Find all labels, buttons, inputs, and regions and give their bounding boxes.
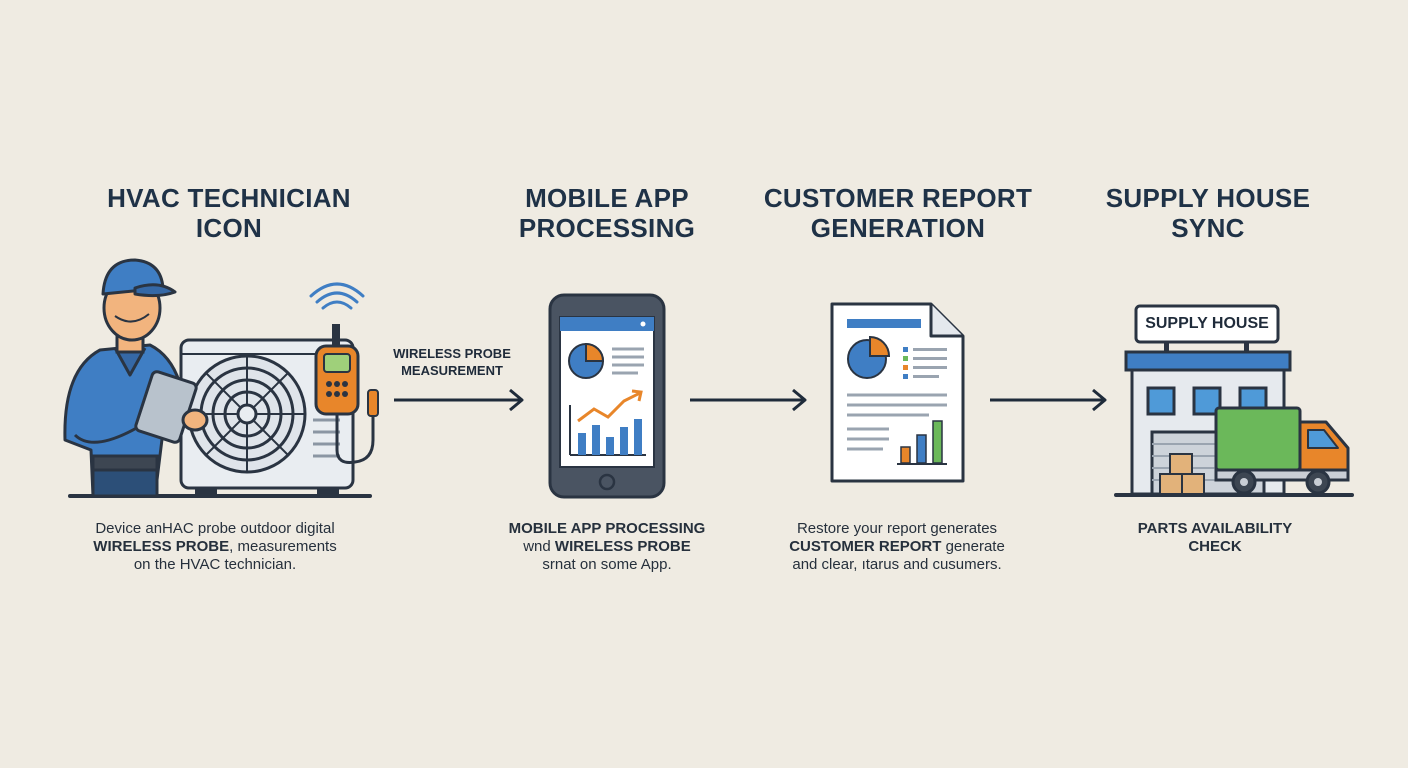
- technician-icon: [63, 258, 379, 498]
- step-desc-technician: Device anHAC probe outdoor digital WIREL…: [93, 520, 337, 573]
- smartphone-icon: [548, 293, 666, 499]
- wireless-signal-icon: [309, 282, 365, 310]
- arrow-label-wireless-probe: WIRELESS PROBE MEASUREMENT: [393, 346, 511, 378]
- step-title-customer-report: CUSTOMER REPORT GENERATION: [763, 183, 1033, 243]
- probe-meter-icon: [314, 324, 379, 464]
- flow-arrow-1: [394, 388, 524, 412]
- report-document-icon: [830, 302, 965, 483]
- flow-arrow-3: [990, 388, 1107, 412]
- step-title-mobile-app: MOBILE APP PROCESSING: [518, 183, 696, 243]
- delivery-truck-icon: [1214, 406, 1350, 495]
- step-desc-mobile-app: MOBILE APP PROCESSING wnd WIRELESS PROBE…: [508, 520, 706, 573]
- step-desc-supply-house: PARTS AVAILABILITY CHECK: [1137, 520, 1293, 555]
- step-title-technician: HVAC TECHNICIAN ICON: [107, 183, 351, 243]
- step-desc-customer-report: Restore your report generates CUSTOMER R…: [789, 520, 1005, 573]
- supply-house-building-icon: [1114, 304, 1354, 497]
- store-sign-text: SUPPLY HOUSE: [1145, 315, 1269, 332]
- flow-arrow-2: [690, 388, 807, 412]
- step-title-supply-house: SUPPLY HOUSE SYNC: [1105, 183, 1311, 243]
